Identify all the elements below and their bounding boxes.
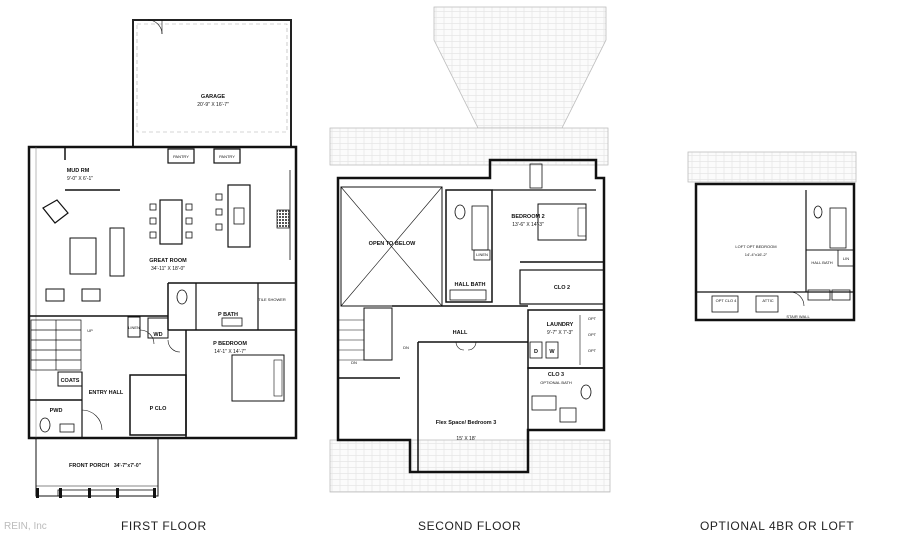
label-flex-space: Flex Space/ Bedroom 3 [436, 420, 497, 426]
dim-mud-room: 9'-0" X 6'-1" [67, 176, 93, 182]
label-p-closet: P CLO [150, 406, 167, 412]
label-front-porch: FRONT PORCH 34'-7"x7'-0" [69, 463, 142, 469]
label-front-porch-name: FRONT PORCH [69, 463, 109, 469]
label-linen: LINEN [128, 325, 140, 330]
label-dryer: D [534, 349, 538, 355]
label-washer: W [549, 349, 555, 355]
label-hall-bath-opt: HALL BATH [811, 260, 832, 265]
label-garage: GARAGE [201, 94, 225, 100]
label-p-bedroom: P BEDROOM [213, 341, 247, 347]
label-bedroom-2: BEDROOM 2 [511, 214, 544, 220]
first-floor-exterior-wall [27, 145, 298, 440]
label-open-to-below: OPEN TO BELOW [369, 241, 416, 247]
label-dn-2: DN [351, 360, 357, 365]
dim-laundry: 9'-7" X 7'-3" [547, 330, 573, 336]
label-great-room: GREAT ROOM [149, 258, 187, 264]
watermark: REIN, Inc [4, 521, 47, 532]
label-attic: ATTIC [762, 298, 773, 303]
label-laundry: LAUNDRY [547, 322, 574, 328]
label-tile-shower: TILE SHOWER [258, 297, 286, 302]
label-opt-clo-4: OPT CLO 4 [716, 298, 738, 303]
dim-flex-space: 15' X 18' [456, 436, 475, 442]
label-p-bath: P BATH [218, 312, 238, 318]
label-coats: COATS [61, 378, 80, 384]
main-roof [329, 127, 609, 166]
label-wd: WD [153, 332, 162, 338]
label-pantry-1: PANTRY [173, 154, 189, 159]
caption-optional-loft: OPTIONAL 4BR OR LOFT [700, 519, 855, 533]
dim-garage: 20'-9" X 16'-7" [197, 102, 229, 108]
dim-bedroom-2: 13'-6" X 14'-3" [512, 222, 544, 228]
label-up: UP [87, 328, 93, 333]
label-opt-2: OPT [588, 332, 597, 337]
optional-loft-plan [687, 151, 857, 322]
second-floor-plan [329, 6, 611, 493]
porch-roof [329, 439, 611, 493]
caption-first-floor: FIRST FLOOR [121, 519, 207, 533]
first-floor-plan [27, 19, 298, 498]
label-opt-1: OPT [588, 316, 597, 321]
label-clo-3: CLO 3 [548, 372, 564, 378]
label-hall-bath: HALL BATH [455, 282, 486, 288]
label-clo-2: CLO 2 [554, 285, 570, 291]
garage [132, 19, 292, 148]
label-dn-1: DN [403, 345, 409, 350]
upper-roof [433, 6, 607, 129]
label-opt-3: OPT [588, 348, 597, 353]
label-pwd: PWD [50, 408, 63, 414]
dim-front-porch: 34'-7"x7'-0" [114, 463, 142, 469]
label-lin-opt: LIN [843, 256, 849, 261]
label-optional-bath: OPTIONAL BATH [540, 380, 572, 385]
label-entry-hall: ENTRY HALL [89, 390, 124, 396]
dim-great-room: 34'-11" X 18'-0" [151, 266, 185, 272]
loft-roof [687, 151, 857, 183]
label-linen-2: LINEN [476, 252, 488, 257]
dim-loft: 14'-4"x16'-2" [745, 252, 768, 257]
label-mud-room: MUD RM [67, 168, 90, 174]
label-stair-wall: STAIR WALL [786, 314, 810, 319]
caption-second-floor: SECOND FLOOR [418, 519, 522, 533]
label-pantry-2: PANTRY [219, 154, 235, 159]
label-loft: LOFT OPT BEDROOM [735, 244, 776, 249]
label-hall: HALL [453, 330, 468, 336]
dim-p-bedroom: 14'-1" X 14'-7" [214, 349, 246, 355]
